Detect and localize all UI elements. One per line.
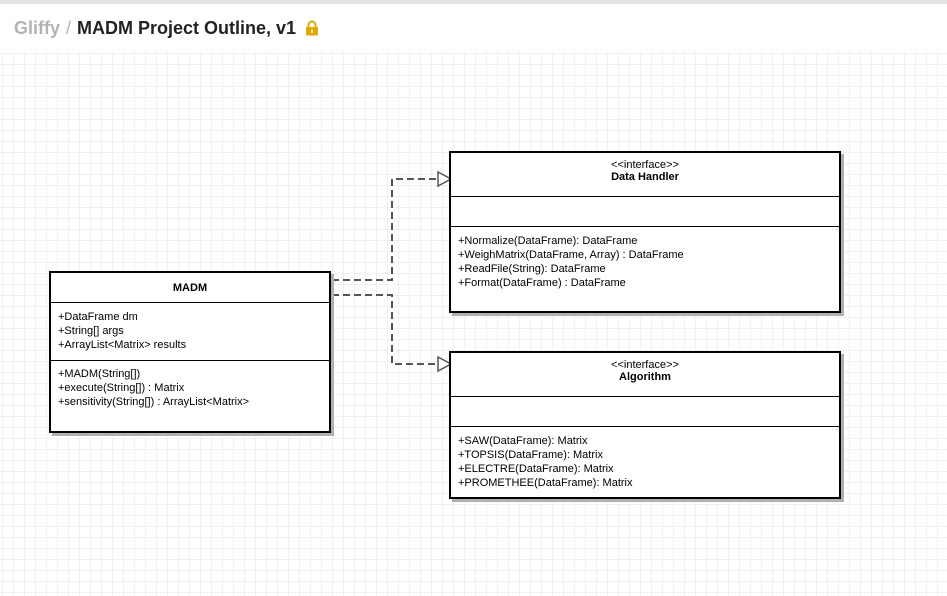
method: +Normalize(DataFrame): DataFrame bbox=[458, 235, 638, 247]
method: +PROMETHEE(DataFrame): Matrix bbox=[458, 477, 633, 489]
class-header: <<interface>> Data Handler bbox=[451, 153, 839, 197]
class-header: MADM bbox=[51, 273, 329, 303]
methods-section: +MADM(String[]) +execute(String[]) : Mat… bbox=[51, 361, 329, 413]
method: +execute(String[]) : Matrix bbox=[58, 382, 185, 394]
stereotype: <<interface>> bbox=[611, 159, 679, 171]
method: +ReadFile(String): DataFrame bbox=[458, 263, 606, 275]
attribute: +String[] args bbox=[58, 325, 124, 337]
interface-algorithm[interactable]: <<interface>> Algorithm +SAW(DataFrame):… bbox=[449, 351, 841, 499]
method: +SAW(DataFrame): Matrix bbox=[458, 435, 588, 447]
methods-section: +Normalize(DataFrame): DataFrame +WeighM… bbox=[451, 227, 839, 294]
methods-section: +SAW(DataFrame): Matrix +TOPSIS(DataFram… bbox=[451, 427, 839, 494]
attributes-section bbox=[451, 397, 839, 427]
class-name: Data Handler bbox=[611, 171, 679, 183]
method: +TOPSIS(DataFrame): Matrix bbox=[458, 449, 603, 461]
class-madm[interactable]: MADM +DataFrame dm +String[] args +Array… bbox=[49, 271, 331, 433]
attribute: +ArrayList<Matrix> results bbox=[58, 339, 187, 351]
attributes-section: +DataFrame dm +String[] args +ArrayList<… bbox=[51, 303, 329, 361]
breadcrumb: Gliffy / MADM Project Outline, v1 bbox=[14, 18, 319, 39]
breadcrumb-separator: / bbox=[66, 17, 72, 38]
document-header: Gliffy / MADM Project Outline, v1 bbox=[0, 4, 947, 52]
realization-to-data-handler[interactable] bbox=[332, 170, 453, 281]
top-border bbox=[0, 0, 947, 4]
interface-data-handler[interactable]: <<interface>> Data Handler +Normalize(Da… bbox=[449, 151, 841, 313]
method: +MADM(String[]) bbox=[58, 368, 141, 380]
attribute: +DataFrame dm bbox=[58, 311, 138, 323]
method: +Format(DataFrame) : DataFrame bbox=[458, 277, 626, 289]
stereotype: <<interface>> bbox=[611, 359, 679, 371]
realization-to-algorithm[interactable] bbox=[332, 294, 453, 373]
class-name: Algorithm bbox=[619, 371, 671, 383]
class-name: MADM bbox=[172, 282, 208, 294]
document-title[interactable]: MADM Project Outline, v1 bbox=[77, 17, 297, 38]
brand-link[interactable]: Gliffy bbox=[14, 17, 61, 38]
method: +WeighMatrix(DataFrame, Array) : DataFra… bbox=[458, 249, 684, 261]
class-header: <<interface>> Algorithm bbox=[451, 353, 839, 397]
attributes-section bbox=[451, 197, 839, 227]
method: +sensitivity(String[]) : ArrayList<Matri… bbox=[58, 396, 250, 408]
method: +ELECTRE(DataFrame): Matrix bbox=[458, 463, 614, 475]
lock-icon[interactable] bbox=[305, 20, 319, 36]
